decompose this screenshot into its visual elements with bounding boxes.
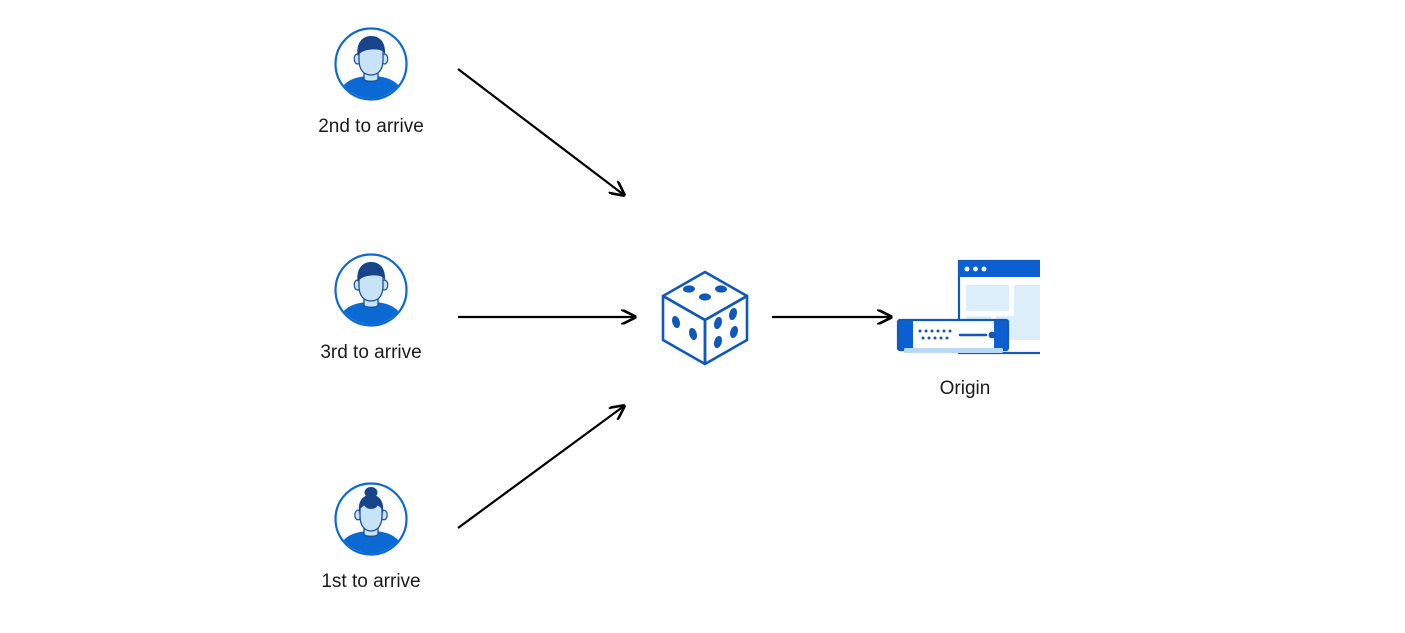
dice-icon [655,266,755,370]
client-node-1st: 1st to arrive [291,481,451,594]
client-node-3rd: 3rd to arrive [291,252,451,365]
origin-label: Origin [939,378,991,399]
arrow-2nd-to-dice [457,68,624,195]
user-avatar-icon [333,26,409,102]
client-node-2nd: 2nd to arrive [291,26,451,139]
client-label-1st: 1st to arrive [321,571,421,592]
server-appliance-icon [896,318,1010,353]
origin-server-icon [890,258,1065,368]
user-avatar-icon [333,481,409,557]
user-avatar-icon [333,252,409,328]
client-label-3rd: 3rd to arrive [320,342,422,363]
origin-node: Origin [855,258,1075,401]
client-label-2nd: 2nd to arrive [318,116,424,137]
arrow-1st-to-dice [457,406,624,529]
load-balancer-dice-node [655,266,755,370]
